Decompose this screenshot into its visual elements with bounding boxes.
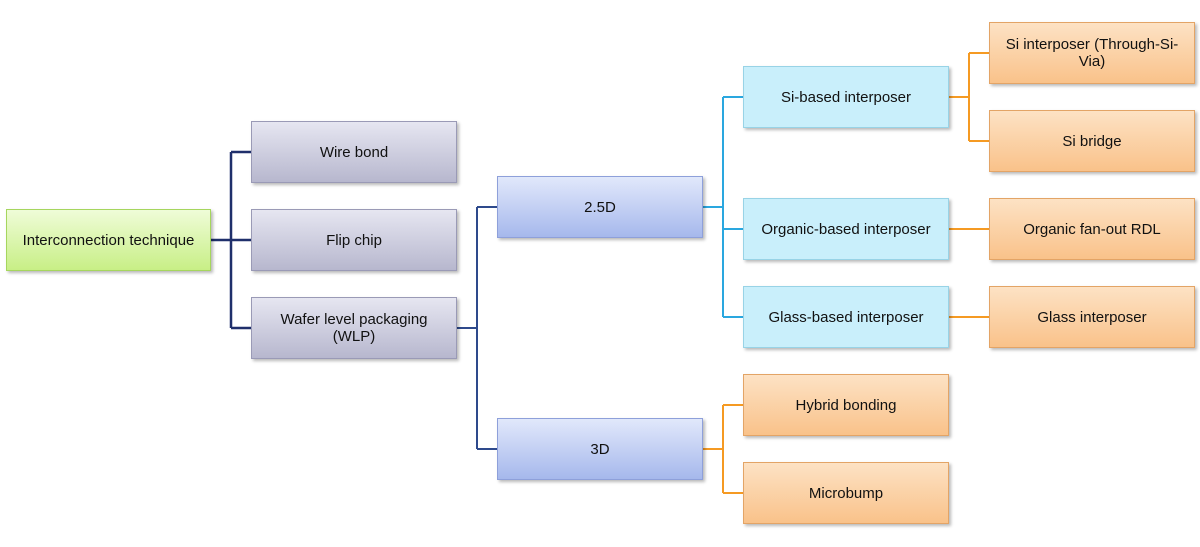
- node-hybrid-bonding: Hybrid bonding: [743, 374, 949, 436]
- node-label: Glass interposer: [1037, 308, 1147, 326]
- node-label: Microbump: [808, 484, 884, 502]
- node-glass-interposer: Glass interposer: [989, 286, 1195, 348]
- connectors-level-1: [211, 150, 251, 330]
- node-label: Si bridge: [1062, 132, 1122, 150]
- node-label: Organic-based interposer: [761, 220, 931, 238]
- node-label: Organic fan-out RDL: [1023, 220, 1161, 238]
- node-label: 2.5D: [584, 198, 616, 216]
- node-label: 3D: [590, 440, 610, 458]
- node-2-5d: 2.5D: [497, 176, 703, 238]
- node-label: Si-based interposer: [780, 88, 912, 106]
- node-label: Wire bond: [319, 143, 389, 161]
- node-wire-bond: Wire bond: [251, 121, 457, 183]
- node-label: Glass-based interposer: [768, 308, 924, 326]
- node-organic-based-interposer: Organic-based interposer: [743, 198, 949, 260]
- connectors-level-2: [457, 206, 497, 450]
- node-label: Flip chip: [326, 231, 382, 249]
- node-3d: 3D: [497, 418, 703, 480]
- node-interconnection-technique: Interconnection technique: [6, 209, 211, 271]
- node-label: Wafer level packaging (WLP): [280, 311, 428, 345]
- connectors-orange: [703, 52, 989, 494]
- node-label: Si interposer (Through-Si-Via): [1005, 36, 1179, 70]
- node-organic-fan-out-rdl: Organic fan-out RDL: [989, 198, 1195, 260]
- node-flip-chip: Flip chip: [251, 209, 457, 271]
- node-si-interposer-tsv: Si interposer (Through-Si-Via): [989, 22, 1195, 84]
- node-label: Hybrid bonding: [795, 396, 897, 414]
- node-glass-based-interposer: Glass-based interposer: [743, 286, 949, 348]
- node-label: Interconnection technique: [22, 231, 195, 249]
- node-si-bridge: Si bridge: [989, 110, 1195, 172]
- connectors-2-5d: [703, 96, 743, 318]
- node-wafer-level-packaging: Wafer level packaging (WLP): [251, 297, 457, 359]
- node-si-based-interposer: Si-based interposer: [743, 66, 949, 128]
- node-microbump: Microbump: [743, 462, 949, 524]
